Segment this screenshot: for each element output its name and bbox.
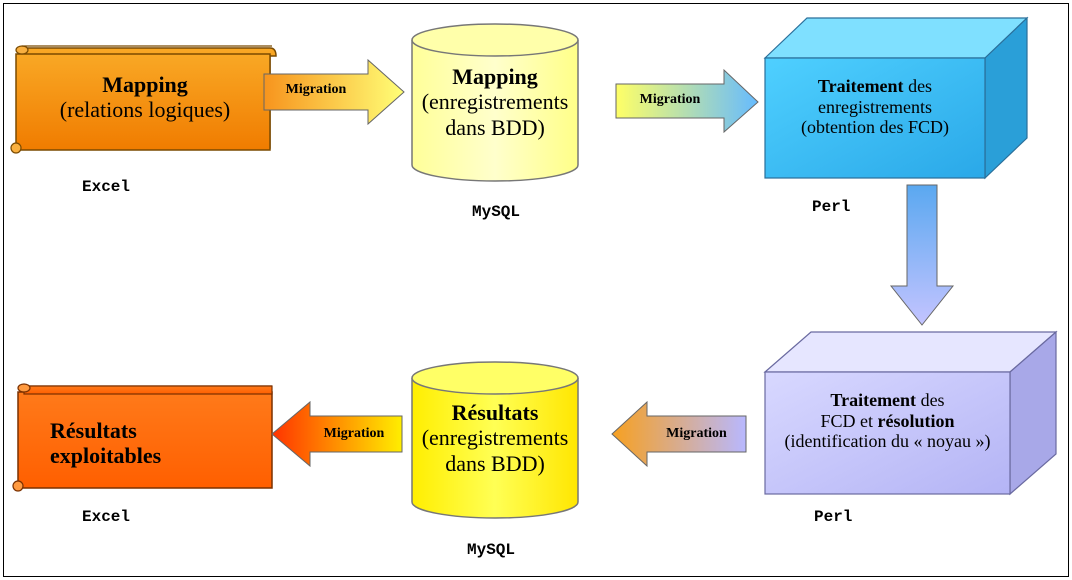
perl1-line2: enregistrements (818, 96, 932, 117)
perl2-line2-bold: résolution (877, 410, 955, 431)
migration-arrow-3 (611, 400, 747, 468)
mysql-mapping-line1: (enregistrements (421, 89, 569, 115)
excel-mapping-subtitle: (relations logiques) (59, 97, 231, 123)
perl1-title-bold: Traitement (817, 76, 904, 96)
migration-arrow-2 (615, 68, 759, 134)
excel-mapping-title: Mapping (102, 72, 188, 97)
excel-resultats-label: Résultats exploitables (50, 418, 200, 469)
scroll-excel-mapping (10, 45, 277, 154)
migration-label-4: Migration (323, 426, 385, 441)
mysql-resultats-line2: dans BDD) (445, 450, 545, 476)
tool-excel-top: Excel (82, 178, 131, 196)
migration-arrow-1 (263, 58, 405, 126)
cylinder-mysql-resultats (411, 361, 579, 519)
migration-label-3: Migration (666, 426, 727, 441)
mysql-resultats-label: Résultats (enregistrements dans BDD) (412, 400, 578, 476)
mysql-mapping-label: Mapping (enregistrements dans BDD) (412, 64, 578, 140)
down-arrow (889, 184, 955, 326)
tool-mysql-bottom: MySQL (467, 541, 516, 559)
excel-mapping-label: Mapping (relations logiques) (20, 72, 270, 123)
perl2-title-rest: des (916, 390, 945, 410)
perl2-title-bold: Traitement (830, 390, 917, 410)
mysql-mapping-line2: dans BDD) (445, 114, 545, 140)
box-perl-traitement-1 (763, 16, 1029, 180)
mysql-resultats-line1: (enregistrements (421, 425, 569, 451)
tool-perl-bottom: Perl (814, 508, 853, 526)
tool-mysql-top: MySQL (472, 203, 521, 221)
tool-perl-top: Perl (812, 198, 851, 216)
cylinder-mysql-mapping (411, 23, 579, 182)
perl1-title-rest: des (903, 76, 933, 96)
excel-resultats-line2: exploitables (50, 443, 162, 469)
perl-traitement-2-label: Traitement des FCD et résolution (identi… (765, 390, 1010, 452)
mysql-resultats-title: Résultats (451, 400, 539, 425)
perl-traitement-1-label: Traitement des enregistrements (obtentio… (765, 76, 985, 138)
scroll-excel-resultats (12, 383, 273, 492)
tool-excel-bottom: Excel (82, 508, 131, 526)
excel-resultats-line1: Résultats (50, 418, 137, 443)
box-perl-traitement-2 (763, 330, 1058, 496)
migration-label-2: Migration (639, 92, 701, 107)
migration-label-1: Migration (285, 82, 347, 97)
perl2-line3: (identification du « noyau ») (784, 431, 991, 452)
perl2-line2-plain: FCD et (820, 410, 878, 431)
migration-arrow-4 (271, 400, 403, 468)
mysql-mapping-title: Mapping (452, 64, 538, 89)
perl1-line3: (obtention des FCD) (801, 117, 949, 138)
